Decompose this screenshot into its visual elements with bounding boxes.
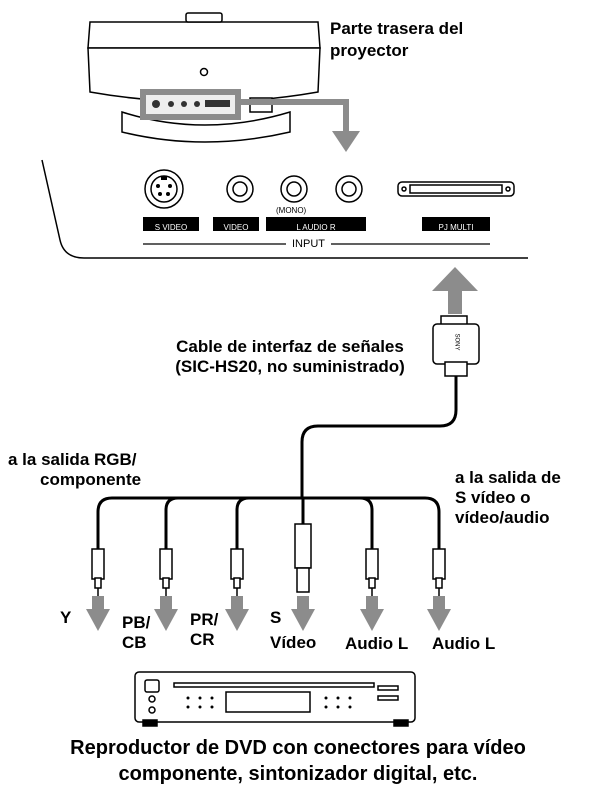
figure-caption-line2: componente, sintonizador digital, etc. — [118, 763, 478, 785]
down-arrow-icon — [332, 131, 360, 152]
output-label-y: Y — [60, 608, 72, 627]
connector-highlight — [140, 89, 349, 132]
rgb-label-line1: a la salida RGB/ — [8, 450, 137, 469]
svideo-label-line1: a la salida de — [455, 468, 561, 487]
rgb-label: a la salida RGB/ componente — [8, 450, 141, 490]
pj-multi-port — [397, 181, 515, 197]
s-video-jack — [144, 169, 184, 209]
audio-connector-label: L AUDIO R — [296, 223, 336, 232]
plug-brand-label: SONY — [453, 333, 460, 351]
audio-label-bg — [266, 217, 366, 231]
input-label: INPUT — [286, 238, 331, 250]
cable-label-line1: Cable de interfaz de señales — [176, 337, 404, 356]
figure-caption: Reproductor de DVD con conectores para v… — [0, 735, 596, 787]
output-label-pr-line1: PR/ — [190, 610, 219, 629]
output-label-pb: PB/ CB — [122, 613, 150, 653]
rear-panel-outline — [41, 159, 528, 259]
output-label-audio-2: Audio L — [432, 634, 496, 653]
output-label-s-video-line1: S — [270, 608, 282, 627]
main-cable — [300, 376, 458, 498]
projector-jacks — [152, 100, 230, 108]
video-label-bg — [213, 217, 259, 231]
dvd-player-buttons — [186, 696, 352, 709]
projector-label: Parte trasera del proyector — [330, 18, 463, 62]
output-label-pr-line2: CR — [190, 630, 215, 649]
mono-label: (MONO) — [276, 206, 307, 215]
pj-multi-label-bg — [422, 217, 490, 231]
output-label-pb-line1: PB/ — [122, 613, 151, 632]
output-label-audio-1: Audio L — [345, 634, 409, 653]
s-video-label-bg — [143, 217, 199, 231]
figure-caption-line1: Reproductor de DVD con conectores para v… — [70, 737, 526, 759]
video-connector-label: VIDEO — [223, 223, 249, 232]
rca-plugs — [91, 548, 446, 596]
output-label-s-video: S Vídeo — [270, 608, 316, 653]
dvd-player-illustration — [134, 671, 416, 727]
s-video-plug — [294, 523, 312, 593]
projector-label-line1: Parte trasera del — [330, 19, 464, 38]
rca-jacks — [226, 175, 363, 203]
svideo-label-line3: vídeo/audio — [455, 508, 550, 527]
breakout-cable — [96, 496, 441, 550]
rgb-label-line2: componente — [40, 470, 142, 489]
output-label-s-video-line2: Vídeo — [270, 633, 317, 652]
output-arrows — [86, 596, 451, 631]
svideo-label: a la salida de S vídeo o vídeo/audio — [455, 468, 561, 528]
cable-label-line2: (SIC-HS20, no suministrado) — [175, 357, 405, 376]
pj-multi-connector-label: PJ MULTI — [438, 223, 474, 232]
projector-label-line2: proyector — [330, 41, 409, 60]
svideo-label-line2: S vídeo o — [455, 488, 531, 507]
s-video-connector-label: S VIDEO — [154, 223, 188, 232]
cable-label: Cable de interfaz de señales (SIC-HS20, … — [145, 337, 435, 377]
up-arrow-icon — [432, 267, 478, 314]
output-label-pb-line2: CB — [122, 633, 147, 652]
projector-illustration — [87, 12, 321, 143]
output-label-pr: PR/ CR — [190, 610, 218, 650]
